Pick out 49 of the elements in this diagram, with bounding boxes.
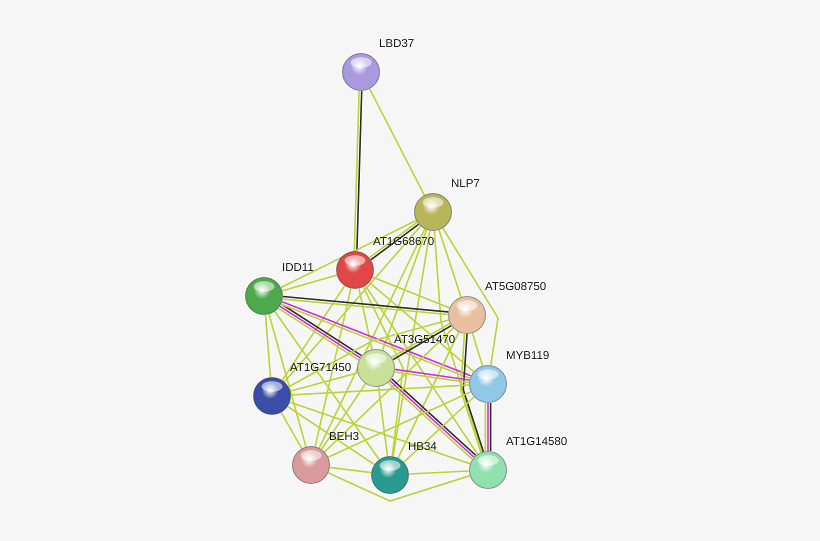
- connector-line: [356, 90, 362, 252]
- connector-line: [368, 282, 474, 372]
- connector-line: [442, 228, 499, 366]
- connector-line: [438, 230, 462, 298]
- connector-line: [290, 384, 470, 396]
- connector-line: [394, 371, 470, 384]
- protein-label: AT5G08750: [485, 280, 546, 294]
- connector-line: [487, 403, 489, 451]
- connector-line: [472, 332, 484, 366]
- connector-line: [280, 412, 302, 449]
- connector-line: [290, 372, 358, 392]
- connector-line: [282, 274, 337, 292]
- connector-line: [280, 220, 416, 288]
- protein-label: LBD37: [379, 37, 414, 51]
- connector-line: [318, 228, 426, 448]
- connector-line: [394, 368, 470, 381]
- connector-line: [364, 285, 478, 455]
- connector-line: [328, 391, 472, 458]
- connector-line: [408, 470, 470, 475]
- connector-line: [287, 406, 375, 466]
- connector-line: [358, 288, 373, 350]
- connector-line: [490, 403, 492, 451]
- connector-line: [274, 311, 380, 460]
- connector-line: [290, 401, 470, 465]
- protein-label: AT1G14580: [506, 435, 568, 449]
- protein-label: NLP7: [451, 177, 480, 191]
- connector-line: [368, 88, 426, 196]
- connector-line: [484, 403, 486, 451]
- connector-line: [378, 386, 388, 456]
- connector-line: [382, 230, 428, 350]
- connector-line: [328, 472, 470, 502]
- connector-line: [324, 328, 454, 452]
- connector-line: [434, 230, 483, 452]
- connector-line: [397, 332, 460, 458]
- connector-line: [372, 276, 450, 309]
- connector-line: [392, 230, 431, 456]
- connector-line: [282, 285, 346, 381]
- connector-line: [284, 226, 422, 382]
- connector-line: [403, 396, 475, 463]
- connector-line: [264, 314, 272, 378]
- connector-line: [268, 314, 307, 447]
- protein-label: MYB119: [506, 349, 550, 363]
- connector-line: [320, 383, 366, 450]
- protein-label: IDD11: [282, 261, 314, 275]
- connector-line: [314, 288, 352, 447]
- connector-line: [362, 286, 404, 456]
- connector-line: [288, 319, 449, 388]
- connector-line: [330, 466, 372, 474]
- connector-line: [354, 90, 360, 252]
